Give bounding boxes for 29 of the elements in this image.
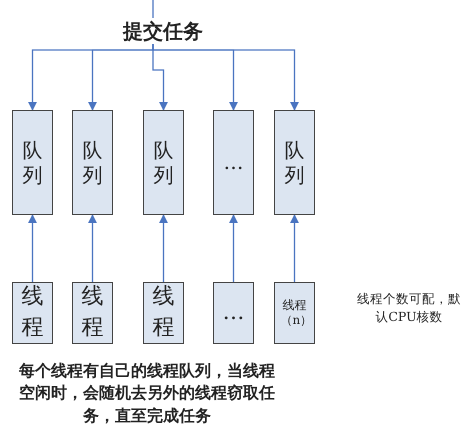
- arrow: [290, 214, 300, 282]
- arrow: [158, 214, 168, 282]
- arrow: [28, 214, 38, 282]
- box-label: 线程: [82, 283, 104, 342]
- thread-box: [274, 282, 315, 344]
- queue-box: [72, 110, 113, 215]
- thread-box: [213, 282, 254, 344]
- box-label: 队列: [82, 138, 102, 188]
- queue-box: [12, 110, 53, 215]
- title-text: 提交任务: [123, 18, 203, 44]
- description-text: 每个线程有自己的线程队列，当线程空闲时，会随机去另外的线程窃取任务，直至完成任务: [18, 360, 276, 427]
- queue-box: [274, 110, 315, 215]
- box-label: 队列: [154, 138, 174, 188]
- box-label: …: [224, 150, 244, 175]
- box-label: 线程: [22, 283, 44, 342]
- queue-box: [143, 110, 184, 215]
- thread-box: [143, 282, 184, 344]
- arrow: [152, 44, 300, 111]
- arrow: [228, 214, 238, 282]
- thread-box: [12, 282, 53, 344]
- thread-box: [72, 282, 113, 344]
- arrow: [88, 214, 98, 282]
- box-label: 队列: [22, 138, 42, 188]
- note-text: 线程个数可配，默认CPU核数: [356, 290, 462, 325]
- queue-box: [213, 110, 254, 215]
- box-label: 线程（n）: [280, 298, 308, 328]
- box-label: …: [222, 298, 244, 327]
- box-label: 队列: [284, 138, 304, 188]
- box-label: 线程: [152, 283, 174, 342]
